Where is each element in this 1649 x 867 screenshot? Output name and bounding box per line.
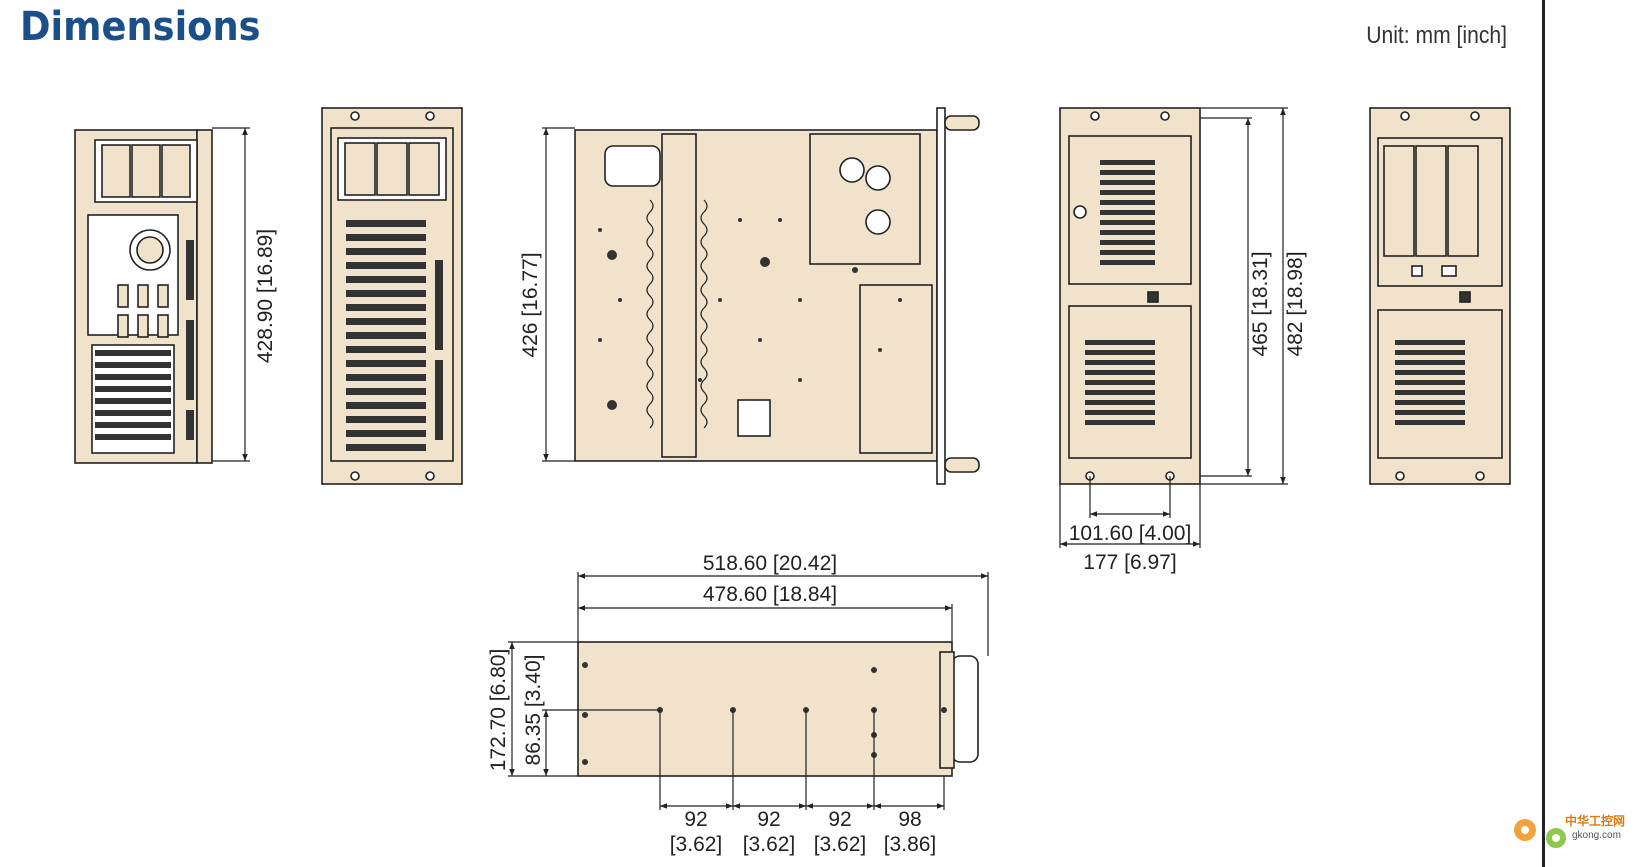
side-length-body-label: 478.60 [18.84] [703,583,837,606]
side-height-label: 172.70 [6.80] [487,649,510,772]
top-view [574,107,980,485]
hole-spacing-3-inch: [3.62] [814,833,867,856]
hole-spacing-3-mm: 92 [828,808,851,831]
front-width-label: 177 [6.97] [1083,551,1176,574]
watermark-url: gkong.com [1572,830,1621,841]
rear-panel-slots-view [321,107,463,485]
watermark-brand: 中华工控网 [1565,814,1626,828]
hole-spacing-2-mm: 92 [757,808,780,831]
front-handle-spacing-label: 101.60 [4.00] [1069,522,1192,545]
page-title: Dimensions [20,4,261,50]
front-view [1059,107,1201,485]
side-view [577,641,979,777]
page-border [1542,0,1545,867]
side-length-overall-label: 518.60 [20.42] [703,552,837,575]
hole-spacing-1-inch: [3.62] [670,833,723,856]
side-half-height-label: 86.35 [3.40] [522,655,545,766]
top-depth-label: 426 [16.77] [519,252,542,357]
gear-icon [1514,819,1566,848]
rear-height-label: 428.90 [16.89] [254,229,277,363]
hole-spacing-2-inch: [3.62] [743,833,796,856]
hole-spacing-4-mm: 98 [898,808,921,831]
front-open-view [1369,107,1511,485]
unit-label: Unit: mm [inch] [1366,22,1507,49]
rear-panel-view [74,129,213,464]
front-height-482-label: 482 [18.98] [1284,251,1307,356]
front-height-465-label: 465 [18.31] [1249,251,1272,356]
hole-spacing-1-mm: 92 [684,808,707,831]
hole-spacing-4-inch: [3.86] [884,833,937,856]
